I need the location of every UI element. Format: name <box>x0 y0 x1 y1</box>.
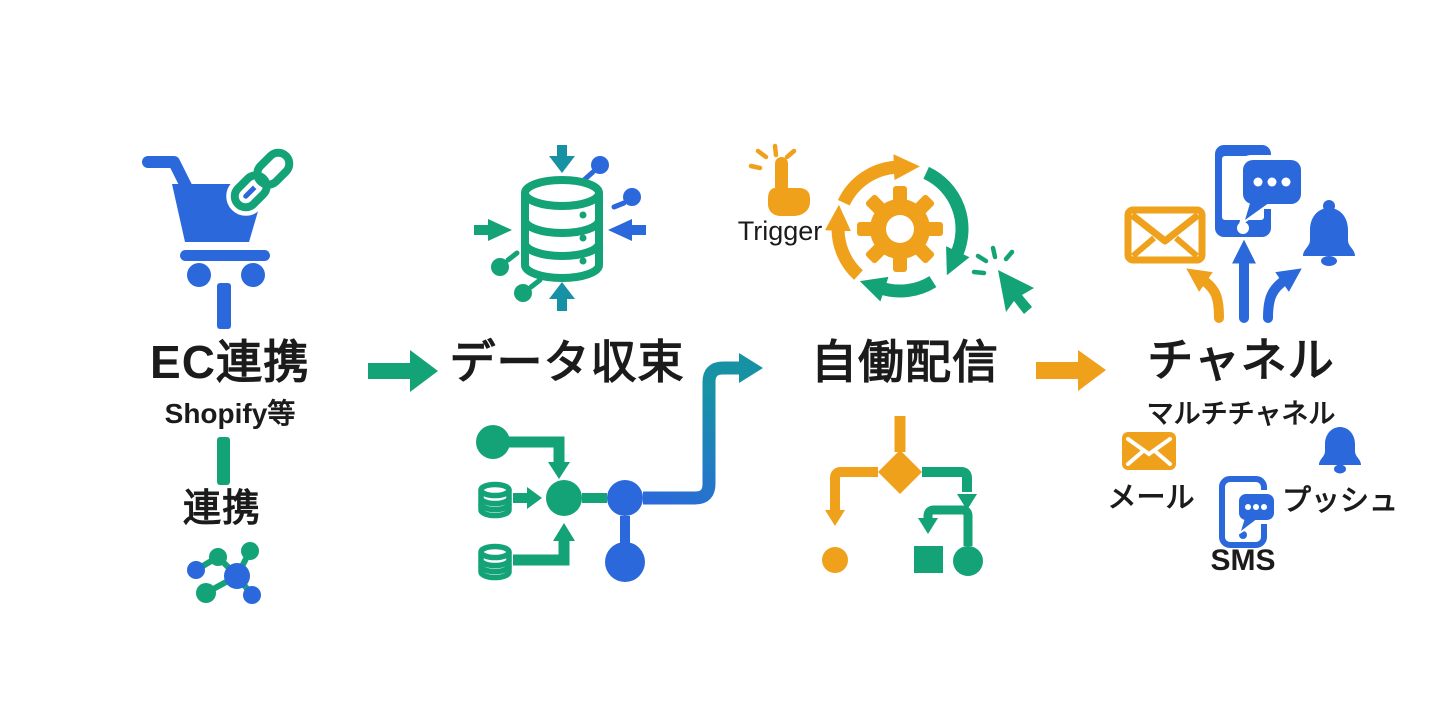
stage1-subtitle: Shopify等 <box>164 398 296 429</box>
data-dots-blue <box>581 169 627 210</box>
mail-icon <box>1124 206 1206 264</box>
stage1-secondary-label: 連携 <box>182 488 261 530</box>
cursor-click-icon <box>971 245 1034 314</box>
small-database-icon <box>478 543 512 581</box>
stage3-title: 自働配信 <box>811 336 999 388</box>
mail-channel-label: メール <box>1107 482 1195 514</box>
stage1-title: EC連携 <box>150 336 310 388</box>
inflow-arrow-bottom <box>549 282 575 311</box>
flow-arrow-orange <box>1036 350 1106 391</box>
data-dots-green <box>505 250 543 290</box>
cart-title-connector-bar <box>217 283 231 329</box>
decision-flow-icon <box>822 416 983 576</box>
smartphone-chat-icon <box>1215 145 1306 237</box>
bell-icon <box>1303 200 1355 266</box>
trigger-annotation: Trigger <box>737 216 823 246</box>
multichannel-icon-group <box>1124 145 1355 323</box>
title-renkei-connector-bar <box>217 437 230 485</box>
data-merge-flow-icon <box>476 353 763 582</box>
gear-icon <box>857 186 943 272</box>
flow-elbow-connector <box>643 353 763 505</box>
sms-channel-icon <box>1219 476 1277 548</box>
database-inflow-icon <box>474 145 646 311</box>
database-cylinder <box>521 176 603 282</box>
inflow-arrow-right <box>608 219 646 241</box>
small-database-icon <box>478 481 512 519</box>
mail-channel-icon <box>1122 432 1176 470</box>
branch-arrows-icon <box>1186 239 1302 323</box>
gear-cycle-icon <box>824 154 970 302</box>
stage2-title: データ収束 <box>449 336 685 388</box>
flow-arrow-green <box>368 350 438 392</box>
inflow-arrow-left <box>474 219 512 241</box>
network-icon <box>187 542 261 604</box>
inflow-arrow-top <box>549 145 575 173</box>
sms-channel-label: SMS <box>1210 544 1276 577</box>
stage4-title: チャネル <box>1147 334 1335 386</box>
shopping-cart-icon <box>142 144 298 287</box>
stage4-subtitle: マルチチャネル <box>1146 399 1336 429</box>
tap-finger-icon <box>748 143 810 216</box>
push-channel-label: プッシュ <box>1281 485 1398 517</box>
push-channel-icon <box>1319 427 1361 474</box>
chain-link-icon <box>226 144 298 216</box>
